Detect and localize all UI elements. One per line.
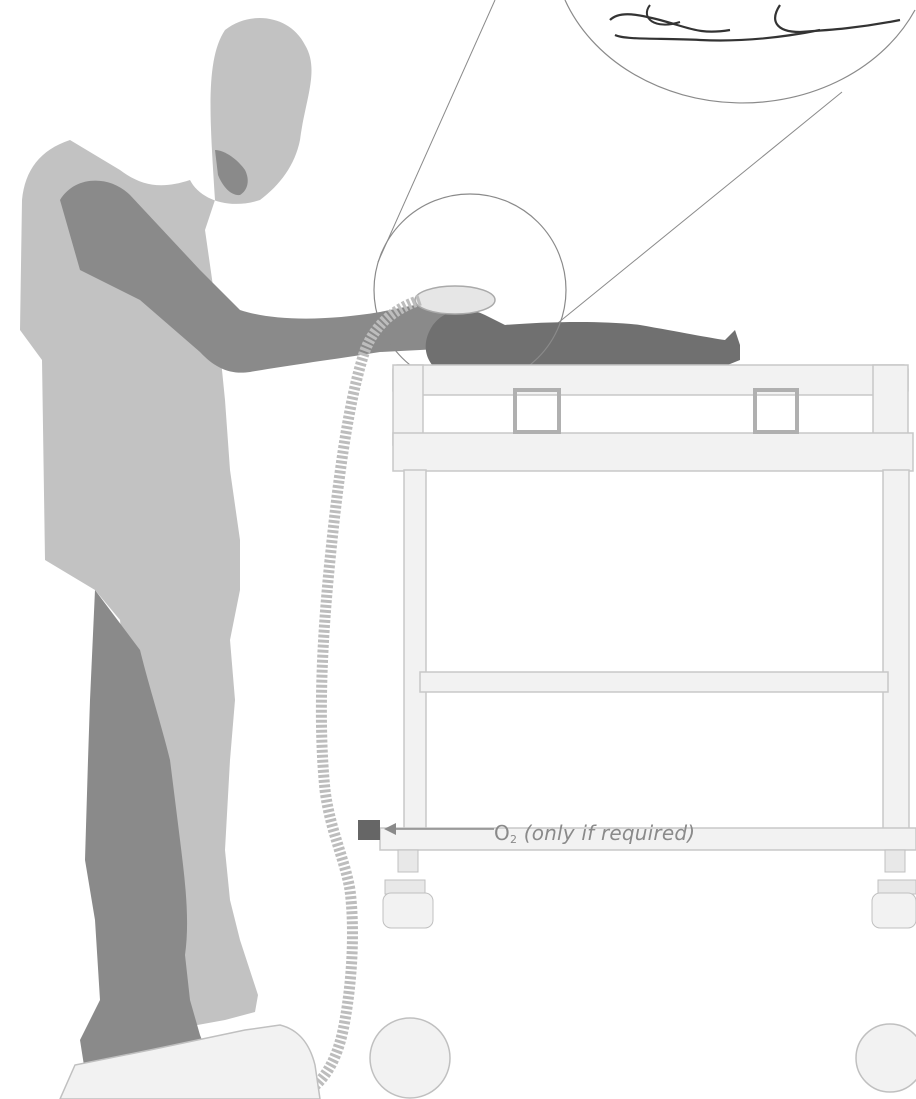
zoom-hands-sketch xyxy=(609,4,901,42)
callout-line-left xyxy=(377,0,496,263)
cart-frame xyxy=(379,364,916,851)
callout-line-right xyxy=(509,91,843,363)
arrow-left-icon xyxy=(384,823,396,835)
step-stool xyxy=(59,1024,321,1099)
oxygen-gas-symbol: O xyxy=(494,821,510,845)
oxygen-subscript: 2 xyxy=(509,833,518,846)
breathing-tube xyxy=(306,294,422,1095)
oxygen-note: (only if required) xyxy=(523,821,696,845)
zoom-callout-circle xyxy=(564,0,916,104)
cart-casters xyxy=(369,849,916,1099)
resuscitator-bag xyxy=(414,285,496,315)
oxygen-connector-icon xyxy=(358,820,380,840)
infant-silhouette xyxy=(425,310,740,381)
caregiver-silhouette xyxy=(20,18,474,1075)
oxygen-label: O2 (only if required) xyxy=(494,821,695,846)
